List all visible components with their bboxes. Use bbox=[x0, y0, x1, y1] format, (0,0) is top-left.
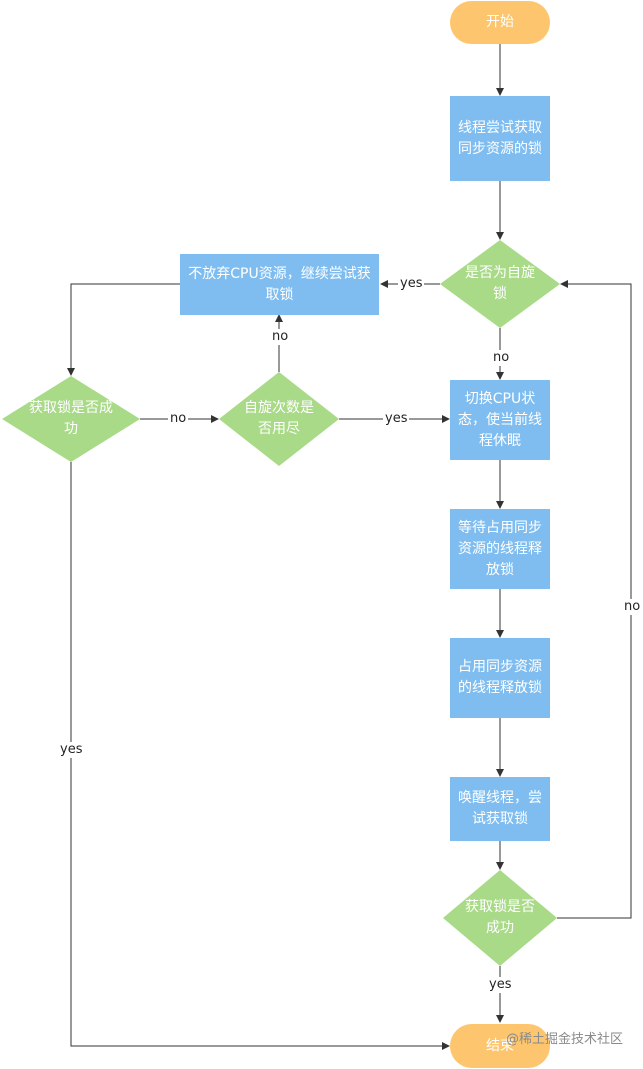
edge-label-yes-exhausted: yes bbox=[383, 411, 410, 427]
edge-label-yes-spin: yes bbox=[398, 276, 425, 292]
edge-label-yes-left-get: yes bbox=[58, 742, 85, 758]
edge-label-yes-right-get: yes bbox=[487, 977, 514, 993]
edge-get-lock-left-yes bbox=[70, 462, 450, 1050]
edge-no-give-up-to-get-lock bbox=[67, 283, 180, 376]
decision-spin-exhausted-label: 自旋次数是否用尽 bbox=[244, 400, 314, 437]
edge-label-no-left-get: no bbox=[168, 411, 189, 427]
decision-get-lock-left-shape bbox=[2, 376, 140, 462]
edge-get-lock-right-no bbox=[557, 280, 632, 919]
decision-is-spin-shape bbox=[440, 240, 560, 328]
process-wake-thread: 唤醒线程，尝试获取锁 bbox=[450, 777, 550, 841]
process-switch-cpu: 切换CPU状态，使当前线程休眠 bbox=[450, 380, 550, 460]
edge-label-no-spin: no bbox=[491, 350, 512, 366]
edge-label-no-right-get: no bbox=[622, 599, 643, 615]
edge-label-no-exhausted: no bbox=[270, 329, 291, 345]
end-node: 结束 bbox=[450, 1024, 550, 1068]
decision-spin-exhausted-shape bbox=[219, 372, 339, 466]
process-acquire-lock: 线程尝试获取同步资源的锁 bbox=[450, 96, 550, 181]
decision-is-spin-label: 是否为自旋锁 bbox=[465, 265, 535, 302]
process-wait-release: 等待占用同步资源的线程释放锁 bbox=[450, 509, 550, 589]
watermark-text: @稀土掘金技术社区 bbox=[505, 1032, 623, 1047]
start-node: 开始 bbox=[450, 1, 550, 44]
decision-get-lock-right-label: 获取锁是否成功 bbox=[465, 899, 535, 936]
decision-get-lock-right-shape bbox=[443, 870, 557, 966]
process-holder-release: 占用同步资源的线程释放锁 bbox=[450, 638, 550, 718]
decision-get-lock-left-label: 获取锁是否成功 bbox=[29, 400, 113, 437]
process-no-give-up-cpu: 不放弃CPU资源，继续尝试获取锁 bbox=[180, 254, 379, 315]
